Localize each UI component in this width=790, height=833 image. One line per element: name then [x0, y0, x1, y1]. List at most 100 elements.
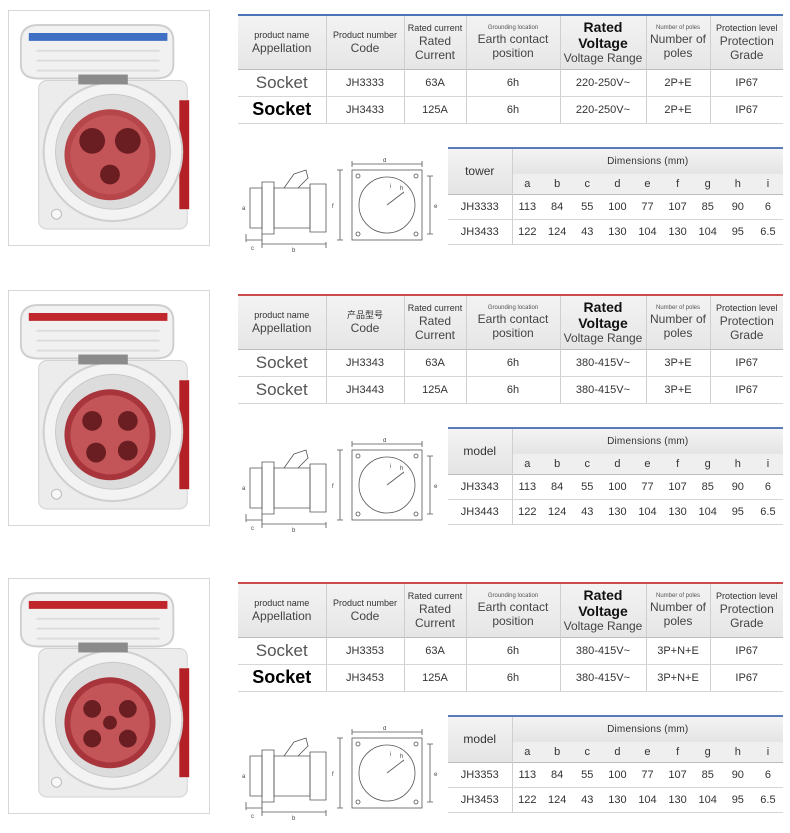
cell-protection: IP67: [710, 348, 783, 377]
dim-value-d: 130: [602, 787, 633, 813]
dim-value-i: 6: [752, 761, 783, 788]
cell-code: JH3433: [326, 96, 405, 124]
label-f: f: [332, 484, 334, 490]
cell-protection: IP67: [710, 376, 783, 404]
cell-voltage: 380-415V~: [560, 636, 647, 665]
label-c: c: [251, 814, 254, 820]
contact-hole-1: [117, 410, 138, 431]
header-poles: Number of poles Number of poles: [646, 14, 711, 69]
dim-value-b: 84: [542, 473, 573, 500]
label-h: h: [400, 466, 403, 472]
cell-earth: 6h: [466, 96, 561, 124]
header-protection: Protection level Protection Grade: [710, 14, 783, 69]
header-earth-contact: Grounding location Earth contact positio…: [466, 294, 561, 349]
dim-value-c: 43: [572, 499, 603, 525]
label-h: h: [400, 754, 403, 760]
dim-code: JH3353: [448, 761, 513, 788]
header-appellation: product name Appellation: [238, 294, 327, 349]
dim-value-f: 130: [662, 499, 693, 525]
header-appellation: product name Appellation: [238, 14, 327, 69]
header-code: 产品型号 Code: [326, 294, 405, 349]
dim-code: JH3443: [448, 499, 513, 525]
cell-name: Socket: [238, 664, 327, 692]
dim-letter-h: h: [722, 742, 753, 762]
cell-protection: IP67: [710, 636, 783, 665]
dim-letter-e: e: [632, 174, 663, 194]
cell-earth: 6h: [466, 68, 561, 97]
label-d: d: [383, 726, 386, 732]
dim-letter-h: h: [722, 454, 753, 474]
cell-current: 125A: [404, 376, 467, 404]
dim-value-b: 124: [542, 499, 573, 525]
cell-earth: 6h: [466, 376, 561, 404]
dim-value-c: 43: [572, 787, 603, 813]
contact-hole-3: [118, 729, 137, 748]
dim-code: JH3433: [448, 219, 513, 245]
dim-letter-g: g: [692, 454, 723, 474]
contact-hole-1: [118, 699, 137, 718]
cell-current: 63A: [404, 68, 467, 97]
cell-name: Socket: [238, 96, 327, 124]
label-c: c: [251, 246, 254, 252]
dim-letter-g: g: [692, 174, 723, 194]
contact-hole-0: [82, 410, 103, 431]
cell-voltage: 220-250V~: [560, 96, 647, 124]
dim-value-f: 107: [662, 193, 693, 220]
cell-poles: 3P+N+E: [646, 636, 711, 665]
header-earth-contact: Grounding location Earth contact positio…: [466, 582, 561, 637]
dim-code: JH3333: [448, 193, 513, 220]
cell-voltage: 220-250V~: [560, 68, 647, 97]
socket-illustration: [9, 291, 209, 525]
cell-name: Socket: [238, 68, 327, 97]
spec-table: product name Appellation Product number …: [238, 582, 783, 692]
dim-letter-a: a: [512, 742, 543, 762]
cell-earth: 6h: [466, 636, 561, 665]
cell-name: Socket: [238, 636, 327, 665]
dim-value-b: 84: [542, 193, 573, 220]
label-i: i: [390, 752, 391, 758]
dim-value-f: 130: [662, 219, 693, 245]
cell-earth: 6h: [466, 664, 561, 692]
dim-letter-e: e: [632, 742, 663, 762]
dim-value-a: 113: [512, 473, 543, 500]
contact-hole-0: [83, 699, 102, 718]
label-e: e: [434, 484, 438, 490]
dim-title: Dimensions (mm): [512, 147, 783, 174]
label-b: b: [292, 528, 296, 533]
header-earth-contact: Grounding location Earth contact positio…: [466, 14, 561, 69]
cell-name: Socket: [238, 348, 327, 377]
dim-value-g: 104: [692, 787, 723, 813]
label-e: e: [434, 204, 438, 210]
cell-code: JH3443: [326, 376, 405, 404]
header-voltage: Rated Voltage Voltage Range: [560, 582, 647, 637]
dim-value-e: 77: [632, 761, 663, 788]
cell-protection: IP67: [710, 664, 783, 692]
dim-value-d: 100: [602, 473, 633, 500]
dim-title: Dimensions (mm): [512, 715, 783, 742]
dim-value-e: 104: [632, 787, 663, 813]
dim-value-g: 85: [692, 761, 723, 788]
dim-letter-e: e: [632, 454, 663, 474]
dim-model-header: model: [448, 715, 513, 762]
label-f: f: [332, 772, 334, 778]
dim-value-d: 100: [602, 761, 633, 788]
dim-value-g: 85: [692, 473, 723, 500]
label-f: f: [332, 204, 334, 210]
dim-code: JH3343: [448, 473, 513, 500]
dim-value-f: 130: [662, 787, 693, 813]
dim-value-b: 84: [542, 761, 573, 788]
dim-value-e: 104: [632, 499, 663, 525]
header-appellation: product name Appellation: [238, 582, 327, 637]
spec-table: product name Appellation 产品型号 Code Rated…: [238, 294, 783, 404]
dim-value-h: 90: [722, 193, 753, 220]
dim-value-f: 107: [662, 473, 693, 500]
dim-value-c: 55: [572, 193, 603, 220]
cell-poles: 3P+E: [646, 348, 711, 377]
contact-hole-2: [86, 442, 107, 463]
dim-value-d: 130: [602, 219, 633, 245]
cell-current: 125A: [404, 96, 467, 124]
cell-code: JH3453: [326, 664, 405, 692]
